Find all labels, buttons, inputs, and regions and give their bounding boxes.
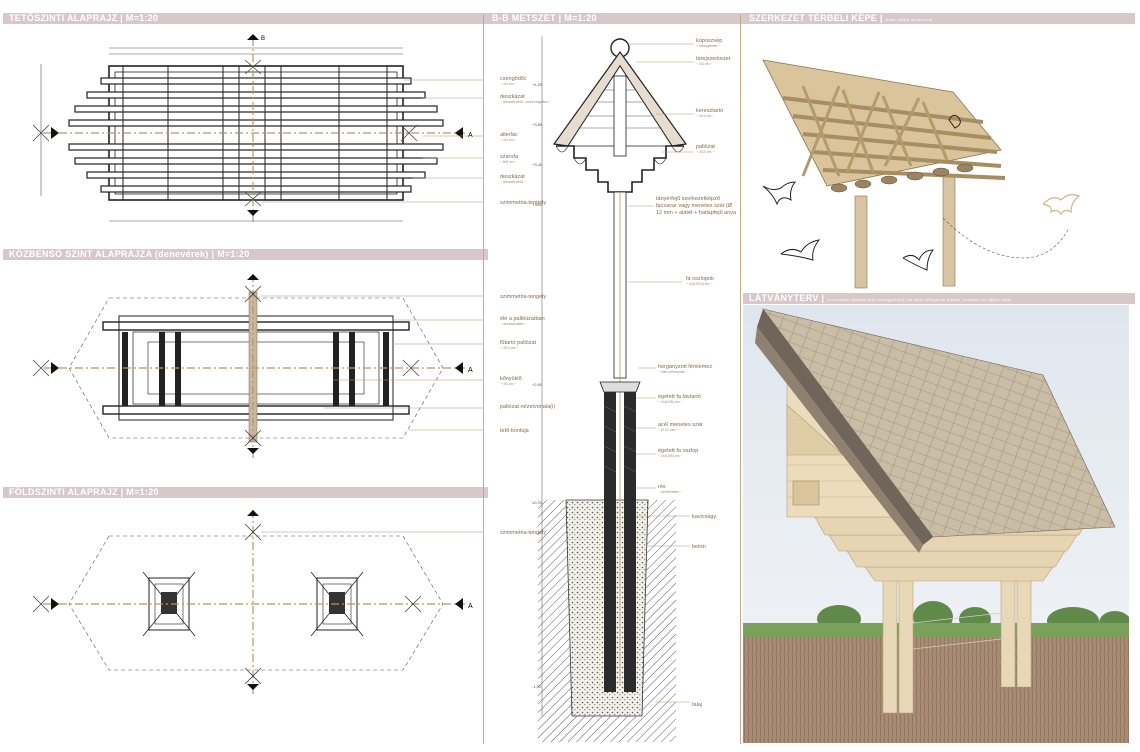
callout-label: pallózat nézetvonala(i) (500, 404, 555, 410)
callout-label: élé a palléüzatban (500, 316, 545, 322)
marker-a: A (468, 132, 473, 139)
callout-label: keresztartó (696, 108, 723, 114)
svg-text:+2,60: +2,60 (532, 382, 543, 387)
svg-text:~ bádogfedés ~: ~ bádogfedés ~ (696, 44, 720, 48)
marker-b: B (261, 36, 265, 42)
svg-text:~ 3/10 cm ~: ~ 3/10 cm ~ (696, 150, 714, 154)
callout-label: alterlác (500, 132, 518, 138)
marker-a: A (468, 367, 473, 374)
svg-text:~ 4/4 cm ~: ~ 4/4 cm ~ (696, 62, 713, 66)
roof-planks (68, 77, 444, 193)
callout-label: kőnyöklő (500, 376, 522, 382)
separator (483, 14, 484, 744)
callout-label: szimmetria-tengely (500, 200, 546, 206)
callout-label: acél menetes szár (658, 422, 703, 428)
svg-text:+4,25: +4,25 (532, 82, 543, 87)
svg-text:~ 4/4 cm ~: ~ 4/4 cm ~ (500, 82, 517, 86)
header-render: LÁTVÁNYTERV | (a szárkázi deszka nem mos… (743, 293, 1135, 304)
roof-plan-callouts: csengődőc ~ 4/4 cm ~ deszkázat ~ denevér… (500, 76, 551, 206)
svg-text:~ 4/10 cm ~: ~ 4/10 cm ~ (696, 114, 714, 118)
section-callouts: kúposzsép ~ bádogfedés ~ tarejszerkezet … (656, 38, 737, 708)
svg-text:~ denevérvédő, mezei lőgettes: ~ denevérvédő, mezei lőgettes ~ (500, 100, 551, 104)
callout-label: tarejszerkezet (696, 56, 731, 62)
svg-text:+3,85: +3,85 (532, 122, 543, 127)
svg-text:+3,00: +3,00 (532, 202, 543, 207)
callout-label: rés (658, 484, 666, 490)
separator (740, 14, 741, 744)
svg-text:±0,00: ±0,00 (532, 500, 543, 505)
marker-a: A (468, 603, 473, 610)
callout-label: égetett fa távtartó (658, 394, 701, 400)
svg-text:~ 4/4 cm ~: ~ 4/4 cm ~ (500, 382, 517, 386)
section-roof (552, 38, 688, 193)
svg-text:~ 8/8 cm ~: ~ 8/8 cm ~ (500, 160, 517, 164)
svg-text:~ deszkázatlan ~: ~ deszkázatlan ~ (500, 322, 526, 326)
header-roof-plan: TETŐSZINTI ALAPRAJZ | M=1:20 (3, 13, 488, 24)
middle-plan-drawing: A (32, 274, 483, 458)
callout-label: kúposzsép (696, 38, 722, 44)
header-structure-3d: SZERKEZET TÉRBELI KÉPE | (halo nélkül áb… (743, 13, 1135, 24)
callout-label: szimmetria-tengely (500, 530, 546, 536)
svg-text:~ ellen elfordulás ~: ~ ellen elfordulás ~ (658, 370, 688, 374)
callout-label: szarufa (500, 154, 519, 160)
svg-text:~ 2x(10/10) cm ~: ~ 2x(10/10) cm ~ (686, 282, 712, 286)
svg-text:~ szellőzetlen ~: ~ szellőzetlen ~ (658, 490, 682, 494)
middle-plan-callouts: szimmetria-tengely élé a palléüzatban ~ … (500, 294, 555, 434)
callout-label: deszkázat (500, 174, 525, 180)
ground-plan-drawing: A (32, 510, 483, 696)
svg-text:~ denevérvédő ~: ~ denevérvédő ~ (500, 180, 526, 184)
svg-text:+3,40: +3,40 (532, 162, 543, 167)
section-drawing: +4,25 +3,85 +3,40 +3,00 +2,60 ±0,00 -1,0… (532, 36, 694, 742)
structure-3d-illustration (762, 59, 1081, 289)
bird-sketches (762, 114, 961, 271)
callout-label: tányérfejű szerkezetképző facsavar vagy … (656, 196, 737, 216)
callout-label: talaj (692, 702, 702, 708)
callout-label: csengődőc (500, 76, 527, 82)
svg-text:~ 2x(10/5) cm ~: ~ 2x(10/5) cm ~ (658, 400, 683, 404)
callout-label: deszkázat (500, 94, 525, 100)
header-section: B-B METSZET | M=1:20 (486, 13, 744, 24)
callout-label: tető-kontúja (500, 428, 530, 434)
callout-label: kavicságy (692, 514, 716, 520)
callout-label: fa oszlopok (686, 276, 714, 282)
svg-text:~ Ø 12 mm ~: ~ Ø 12 mm ~ (658, 428, 678, 432)
svg-text:~ 2x(10/5) cm ~: ~ 2x(10/5) cm ~ (658, 454, 683, 458)
callout-label: beton (692, 544, 706, 550)
bat-box-walls (122, 332, 389, 406)
header-ground-plan: FÖLDSZINTI ALAPRAJZ | M=1:20 (3, 487, 488, 498)
svg-text:-1,00: -1,00 (532, 684, 542, 689)
reed-field (743, 637, 1129, 743)
ground-plan-callouts: szimmetria-tengely (500, 530, 546, 536)
metal-cap (599, 381, 641, 393)
callout-label: horganyzott fémlemez (658, 364, 712, 370)
callout-label: fűtartó pallózat (500, 340, 537, 346)
callout-label: égetett fa oszlop (658, 448, 698, 454)
roof-plan-drawing: A B (32, 34, 483, 222)
svg-text:~ 3/10 cm ~: ~ 3/10 cm ~ (500, 346, 518, 350)
charred-posts (603, 392, 637, 692)
level-marks: +4,25 +3,85 +3,40 +3,00 +2,60 ±0,00 -1,0… (532, 82, 543, 689)
render-posts (882, 562, 1032, 714)
svg-text:~ 4/4 cm ~: ~ 4/4 cm ~ (500, 138, 517, 142)
render-illustration (743, 305, 1129, 743)
header-middle-plan: KÖZBENSŐ SZINT ALAPRAJZA (denevérek) | M… (3, 249, 488, 260)
callout-label: pallózat (696, 144, 715, 150)
callout-label: szimmetria-tengely (500, 294, 546, 300)
